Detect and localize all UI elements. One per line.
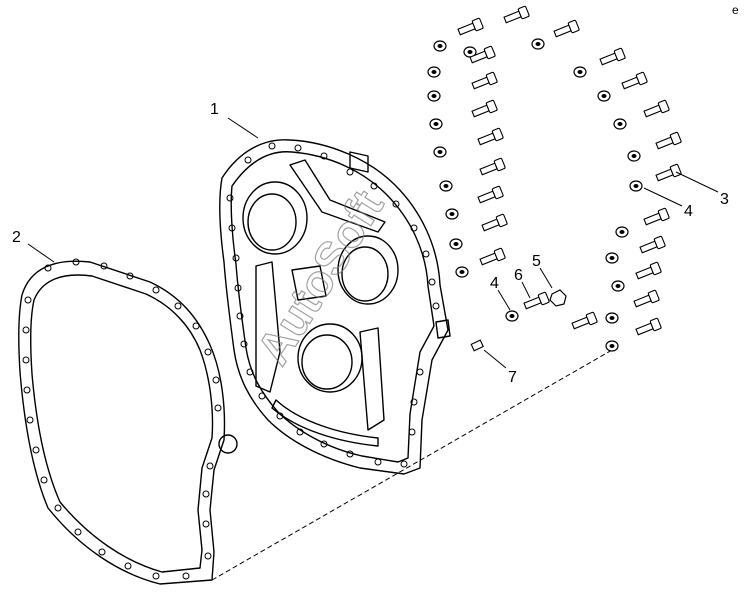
washer <box>455 266 469 278</box>
washer <box>615 226 629 238</box>
washer <box>531 38 545 50</box>
washer <box>445 208 459 220</box>
callout-5: 5 <box>532 253 541 270</box>
washer <box>427 66 441 78</box>
callout-4-left: 4 <box>490 275 499 292</box>
bolt <box>479 247 506 266</box>
gasket <box>17 258 238 585</box>
washer <box>433 146 447 158</box>
washer <box>429 118 443 130</box>
bolt <box>599 47 626 66</box>
bolt <box>477 185 504 204</box>
bolt <box>471 71 498 90</box>
washer <box>505 310 519 322</box>
bolt <box>643 207 670 226</box>
washer <box>463 46 477 58</box>
cover-holes <box>226 142 440 468</box>
bolt <box>635 317 662 336</box>
bolt <box>655 163 682 182</box>
bolt <box>621 71 648 90</box>
bolt <box>553 19 580 38</box>
washer <box>605 340 619 352</box>
washer <box>439 180 453 192</box>
bolt <box>643 99 670 118</box>
callout-3: 3 <box>720 191 729 208</box>
bolt <box>639 235 666 254</box>
washer <box>613 118 627 130</box>
bolt <box>479 157 506 176</box>
washer <box>611 280 625 292</box>
bolt <box>503 5 530 24</box>
washer <box>427 90 441 102</box>
bolt <box>471 99 498 118</box>
washer <box>433 40 447 52</box>
washer <box>629 180 643 192</box>
set-screw <box>470 339 484 352</box>
bolts-and-washers <box>427 5 682 352</box>
washer <box>449 238 463 250</box>
callout-4-right: 4 <box>684 203 693 220</box>
washer <box>627 150 641 162</box>
nut <box>549 289 567 307</box>
bolt <box>477 127 504 146</box>
gasket-holes <box>22 258 222 580</box>
callout-6: 6 <box>514 267 523 284</box>
washer <box>605 312 619 324</box>
washer <box>573 66 587 78</box>
leader-lines <box>27 117 719 369</box>
alignment-dashed-line <box>211 349 613 581</box>
timing-cover <box>219 139 451 475</box>
bolt <box>635 261 662 280</box>
bolt <box>633 289 660 308</box>
corner-mark: e <box>732 3 739 17</box>
washer <box>597 90 611 102</box>
callout-2: 2 <box>12 229 21 246</box>
bolt <box>481 213 508 232</box>
bolt <box>523 291 550 310</box>
bolt <box>571 311 598 330</box>
washer <box>605 252 619 264</box>
callout-7: 7 <box>508 369 517 386</box>
bolt <box>655 131 682 150</box>
bolt <box>457 17 484 36</box>
bolt <box>469 45 496 64</box>
callout-1: 1 <box>210 101 219 118</box>
